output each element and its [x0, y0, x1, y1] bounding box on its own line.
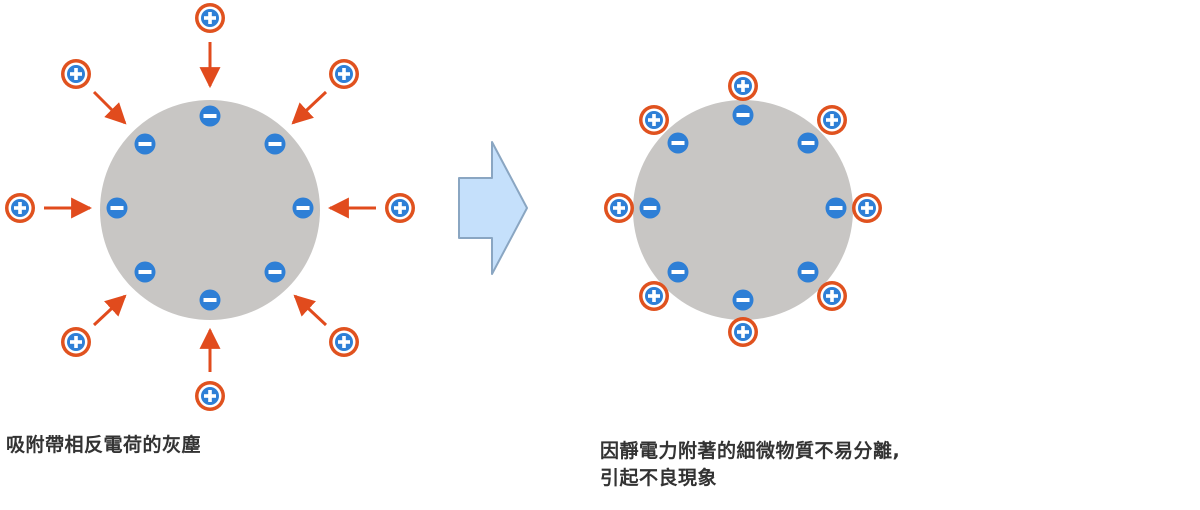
right-caption-line-1: 因靜電力附著的細微物質不易分離, [600, 440, 901, 462]
positive-charge-icon [61, 327, 91, 357]
right-caption: 因靜電力附著的細微物質不易分離, 引起不良現象 [600, 438, 900, 492]
negative-charge-icon [667, 132, 689, 154]
positive-charge-icon [639, 281, 669, 311]
positive-charge-icon [604, 193, 634, 223]
positive-charge-icon [385, 193, 415, 223]
attraction-arrow [293, 294, 328, 327]
negative-charge-icon [825, 197, 847, 219]
positive-charge-icon [817, 281, 847, 311]
negative-charge-icon [106, 197, 128, 219]
negative-charge-icon [292, 197, 314, 219]
positive-charge-icon [5, 193, 35, 223]
right-arrow-icon [458, 141, 528, 275]
negative-charge-icon [797, 261, 819, 283]
left-diagram [5, 3, 415, 411]
negative-charge-icon [797, 132, 819, 154]
negative-charge-icon [199, 105, 221, 127]
positive-charge-icon [639, 105, 669, 135]
positive-charge-icon [195, 3, 225, 33]
attraction-arrow [291, 90, 328, 125]
negative-charge-icon [264, 261, 286, 283]
positive-charge-icon [852, 193, 882, 223]
negative-charge-icon [639, 197, 661, 219]
positive-charge-icon [728, 71, 758, 101]
left-dust-particle [100, 100, 320, 320]
left-caption: 吸附帶相反電荷的灰塵 [6, 434, 202, 456]
positive-charge-icon [728, 317, 758, 347]
right-caption-line-2: 引起不良現象 [600, 467, 718, 489]
left-attraction-arrows [44, 42, 376, 372]
right-dust-particle [633, 100, 853, 320]
negative-charge-icon [667, 261, 689, 283]
positive-charge-icon [61, 59, 91, 89]
negative-charge-icon [199, 289, 221, 311]
right-diagram [604, 71, 882, 347]
positive-charge-icon [329, 59, 359, 89]
negative-charge-icon [134, 261, 156, 283]
negative-charge-icon [732, 289, 754, 311]
positive-charge-icon [195, 381, 225, 411]
negative-charge-icon [732, 104, 754, 126]
negative-charge-icon [134, 133, 156, 155]
positive-charge-icon [817, 105, 847, 135]
attraction-arrow [92, 90, 127, 125]
positive-charge-icon [329, 327, 359, 357]
attraction-arrow [92, 294, 127, 327]
negative-charge-icon [264, 133, 286, 155]
